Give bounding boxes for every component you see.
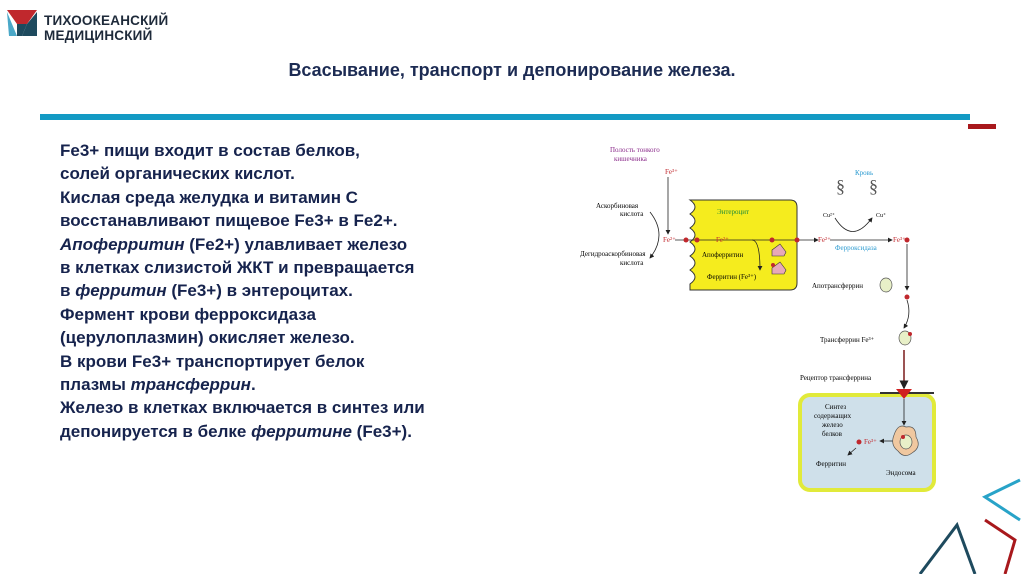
label-fe2-blood: Fe²⁺ <box>818 236 831 244</box>
ferritin-shape <box>771 261 787 275</box>
text-line: (церулоплазмин) окисляет железо. <box>60 328 355 348</box>
text-line: В крови Fe3+ транспортирует белок <box>60 351 365 371</box>
label-synthesis-3: железо <box>821 421 843 429</box>
iron-metabolism-diagram: Полость тонкого кишечника Fe³⁺ Аскорбино… <box>580 146 936 492</box>
term-transferrin: трансферрин <box>130 375 251 395</box>
term-ferritine: ферритине <box>251 421 352 441</box>
label-lumen-2: кишечника <box>614 155 648 163</box>
label-lumen: Полость тонкого <box>610 146 660 154</box>
text-line: Фермент крови ферроксидаза <box>60 304 316 324</box>
text-line: плазмы трансферрин. <box>60 373 540 396</box>
label-ferritin: Ферритин <box>816 460 846 468</box>
label-fe2-cell: Fe²⁺ <box>716 236 729 244</box>
label-blood: Кровь <box>855 169 873 177</box>
text-span: в <box>60 281 76 301</box>
ceruloplasmin-icon: § <box>869 176 878 196</box>
text-line: депонируется в белке ферритине (Fe3+). <box>60 420 540 443</box>
label-apotransferrin: Апотрансферрин <box>812 282 863 290</box>
label-cu1: Cu⁺ <box>876 212 886 219</box>
enterocyte-cell <box>688 199 798 291</box>
text-line: в клетках слизистой ЖКТ и превращается <box>60 258 415 278</box>
label-ferritin-fe: Ферритин (Fe³⁺) <box>707 273 757 281</box>
label-dehydroascorbic: Дегидроаскорбиновая <box>580 250 646 258</box>
logo: ТИХООКЕАНСКИЙ МЕДИЦИНСКИЙ <box>5 6 168 43</box>
text-line: солей органических кислот. <box>60 164 295 184</box>
label-apoferritin: Апоферритин <box>702 251 743 259</box>
label-ferroxidase: Ферроксидаза <box>835 244 878 252</box>
receptor-shape <box>896 389 912 399</box>
logo-line-1: ТИХООКЕАНСКИЙ <box>44 13 169 28</box>
label-fe3-cell: Fe³⁺ <box>864 438 877 446</box>
logo-mark-icon <box>7 10 37 36</box>
label-enterocyte: Энтероцит <box>717 208 749 216</box>
label-ascorbic: Аскорбиновая <box>596 202 639 210</box>
target-cell <box>798 393 936 492</box>
text-span: депонируется в белке <box>60 421 252 441</box>
label-fe2: Fe²⁺ <box>663 236 676 244</box>
logo-line-2: МЕДИЦИНСКИЙ <box>44 28 153 43</box>
corner-decoration <box>918 478 1021 574</box>
label-synthesis-1: Синтез <box>825 403 846 411</box>
label-synthesis-4: белков <box>822 430 843 438</box>
text-line: Железо в клетках включается в синтез или <box>60 398 425 418</box>
text-span: (Fe2+) улавливает железо <box>184 234 408 254</box>
divider-red <box>968 124 996 129</box>
term-ferritin: ферритин <box>75 281 167 301</box>
label-fe3-blood: Fe³⁺ <box>893 236 906 244</box>
label-endosome: Эндосома <box>886 469 916 477</box>
body-text: Fe3+ пищи входит в состав белков, солей … <box>60 139 540 443</box>
text-span: (Fe3+). <box>351 421 412 441</box>
text-line: в ферритин (Fe3+) в энтероцитах. <box>60 279 540 302</box>
slide-title: Всасывание, транспорт и депонирование же… <box>288 60 736 80</box>
label-ascorbic-2: кислота <box>620 210 644 218</box>
label-dehydroascorbic-2: кислота <box>620 259 644 267</box>
logo-text: ТИХООКЕАНСКИЙ МЕДИЦИНСКИЙ <box>44 13 168 43</box>
label-transferrin: Трансферрин Fe³⁺ <box>820 336 875 344</box>
text-line: Кислая среда желудка и витамин С <box>60 187 358 207</box>
text-span: плазмы <box>60 375 131 395</box>
label-fe3-lumen: Fe³⁺ <box>665 168 678 176</box>
divider-blue <box>40 114 970 120</box>
ceruloplasmin-icon: § <box>836 176 845 196</box>
text-line: восстанавливают пищевое Fe3+ в Fe2+. <box>60 211 398 231</box>
term-apoferritin: Апоферритин <box>60 234 185 254</box>
text-line: Апоферритин (Fe2+) улавливает железо <box>60 233 540 256</box>
text-line: Fe3+ пищи входит в состав белков, <box>60 141 360 160</box>
label-synthesis-2: содержащих <box>814 412 852 420</box>
text-span: (Fe3+) в энтероцитах. <box>166 281 353 301</box>
label-cu2: Cu²⁺ <box>823 212 835 219</box>
apoferritin-shape <box>771 243 787 257</box>
label-receptor: Рецептор трансферрина <box>800 374 872 382</box>
text-span: . <box>250 375 256 395</box>
